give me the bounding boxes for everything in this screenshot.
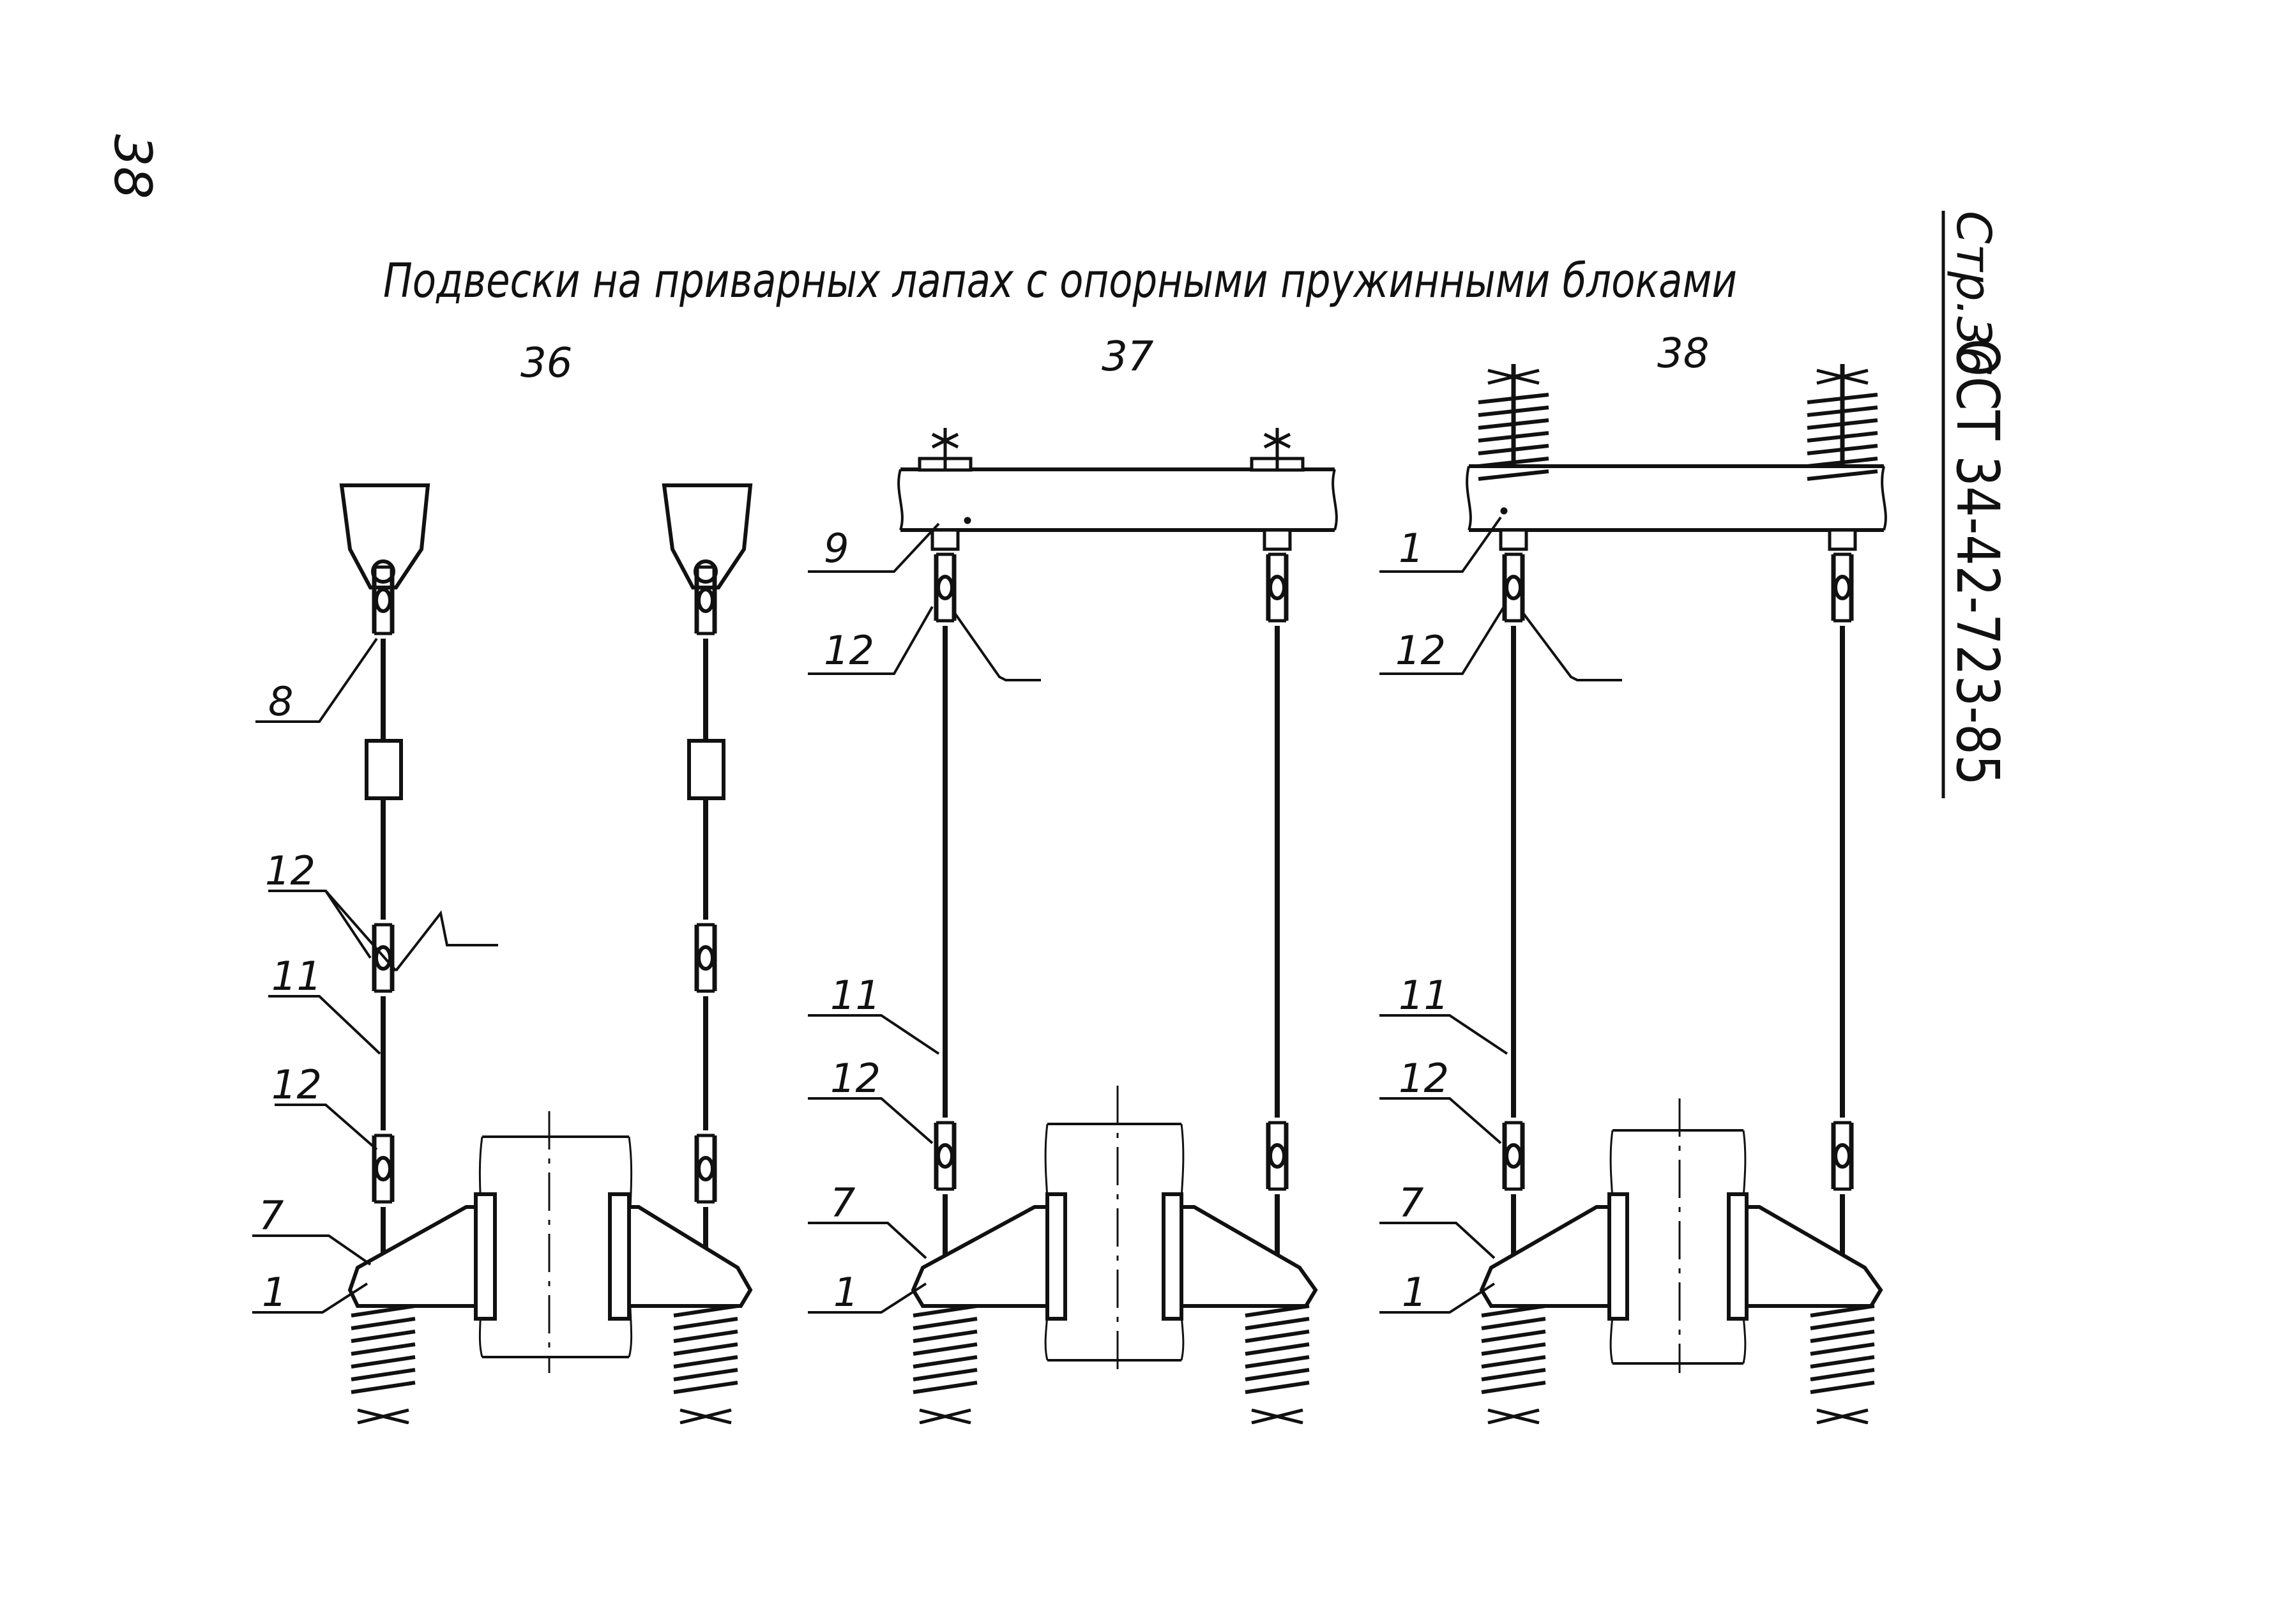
callout-12: 12	[271, 1061, 322, 1108]
right-hanger	[1162, 528, 1318, 1423]
callout-1: 1	[1399, 525, 1423, 572]
callout-11: 11	[271, 953, 322, 999]
stamp-code: ОСТ 34-42-723-85	[1943, 338, 2012, 785]
callout-7: 7	[259, 1192, 284, 1239]
document-stamp: Стр.36 ОСТ 34-42-723-85	[1941, 211, 2012, 798]
callout-9: 9	[824, 525, 849, 572]
callout-11: 11	[1399, 972, 1449, 1019]
pipe-section	[1609, 1098, 1747, 1373]
callout-8: 8	[268, 678, 293, 725]
callout-12: 12	[830, 1055, 881, 1102]
variant-36-number: 36	[520, 340, 572, 387]
callout-1: 1	[833, 1269, 858, 1316]
variant-36-assembly	[252, 483, 753, 1423]
callout-leaders	[1379, 516, 1622, 1314]
page-number: 38	[103, 134, 162, 199]
beam	[897, 428, 1338, 532]
drawing-title: Подвески на приварных лапах с опорными п…	[383, 254, 1737, 308]
callout-leaders	[252, 637, 498, 1314]
left-hanger	[339, 483, 497, 1423]
variant-37-callouts: 9 12 11 12 7 1	[824, 525, 881, 1316]
callout-11: 11	[830, 972, 881, 1019]
variant-37-number: 37	[1102, 333, 1154, 381]
callout-1: 1	[262, 1269, 287, 1316]
callout-7: 7	[1399, 1180, 1423, 1226]
stamp-prefix: Стр.36	[1946, 211, 2001, 376]
callout-1: 1	[1402, 1269, 1427, 1316]
variant-38-callouts: 1 12 11 12 7 1	[1395, 525, 1449, 1316]
right-hanger	[1727, 364, 1883, 1423]
beam	[1466, 370, 1887, 532]
callout-12: 12	[1395, 627, 1446, 674]
callout-12: 12	[265, 847, 315, 894]
callout-12: 12	[824, 627, 874, 674]
left-hanger	[1479, 364, 1629, 1423]
variant-38-assembly	[1379, 364, 1887, 1423]
left-hanger	[911, 528, 1067, 1423]
variant-38-number: 38	[1657, 330, 1709, 377]
variant-37-assembly	[808, 428, 1338, 1423]
callout-12: 12	[1399, 1055, 1449, 1102]
right-hanger	[608, 483, 753, 1423]
callout-7: 7	[830, 1180, 855, 1226]
callout-leaders	[808, 522, 1041, 1314]
variant-36-callouts: 8 12 11 12 7 1	[259, 678, 322, 1316]
